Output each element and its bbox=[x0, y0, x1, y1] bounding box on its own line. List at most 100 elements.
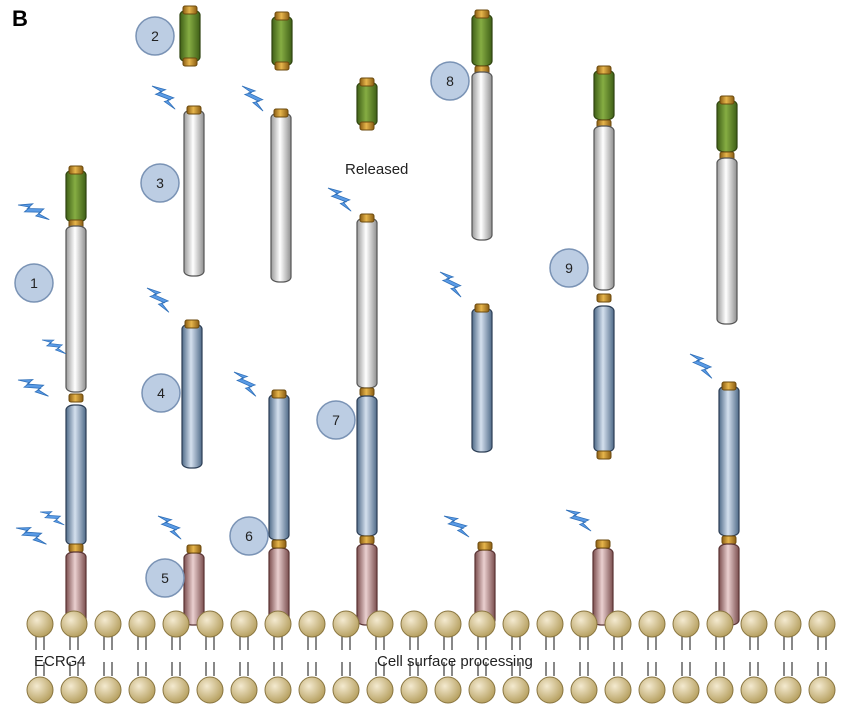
green-domain bbox=[357, 82, 377, 126]
linker-cap bbox=[596, 540, 610, 548]
lipid-head bbox=[265, 611, 291, 637]
lipid-head bbox=[469, 611, 495, 637]
white-domain bbox=[717, 158, 737, 324]
linker-cap bbox=[275, 12, 289, 20]
blue-domain bbox=[594, 306, 614, 452]
lipid-head bbox=[265, 677, 291, 703]
released-label: Released bbox=[345, 161, 408, 178]
lipid-head bbox=[503, 611, 529, 637]
linker-cap bbox=[360, 78, 374, 86]
cleavage-tag bbox=[16, 375, 52, 396]
linker-cap bbox=[475, 10, 489, 18]
linker-cap bbox=[69, 166, 83, 174]
linker-cap bbox=[722, 536, 736, 544]
green-domain bbox=[717, 100, 737, 152]
linker-cap bbox=[478, 542, 492, 550]
linker-cap bbox=[475, 304, 489, 312]
lipid-head bbox=[809, 677, 835, 703]
lipid-head bbox=[401, 677, 427, 703]
linker-cap bbox=[183, 58, 197, 66]
linker-cap bbox=[360, 388, 374, 396]
lipid-head bbox=[537, 611, 563, 637]
green-domain bbox=[472, 14, 492, 66]
lipid-head bbox=[809, 611, 835, 637]
lipid-head bbox=[775, 677, 801, 703]
lipid-head bbox=[401, 611, 427, 637]
panel-label: B bbox=[12, 6, 28, 31]
lipid-head bbox=[27, 677, 53, 703]
cleavage-tag bbox=[238, 82, 269, 111]
lipid-head bbox=[367, 677, 393, 703]
lipid-head bbox=[435, 611, 461, 637]
lipid-head bbox=[333, 611, 359, 637]
step-number-6: 6 bbox=[245, 528, 253, 544]
blue-domain bbox=[719, 386, 739, 536]
linker-cap bbox=[275, 62, 289, 70]
step-number-1: 1 bbox=[30, 275, 38, 291]
lipid-head bbox=[707, 677, 733, 703]
lipid-head bbox=[299, 677, 325, 703]
step-number-3: 3 bbox=[156, 175, 164, 191]
lipid-head bbox=[639, 611, 665, 637]
cleavage-tag bbox=[39, 508, 68, 525]
linker-cap bbox=[69, 544, 83, 552]
lipid-head bbox=[163, 611, 189, 637]
linker-cap bbox=[360, 122, 374, 130]
linker-cap bbox=[597, 451, 611, 459]
cleavage-tag bbox=[325, 184, 357, 211]
white-domain bbox=[184, 110, 204, 276]
lipid-head bbox=[61, 611, 87, 637]
linker-cap bbox=[183, 6, 197, 14]
cleavage-tag bbox=[436, 268, 467, 297]
step-number-4: 4 bbox=[157, 385, 165, 401]
linker-cap bbox=[720, 96, 734, 104]
lipid-head bbox=[231, 677, 257, 703]
lipid-head bbox=[197, 611, 223, 637]
membrane-label: ECRG4 bbox=[34, 653, 86, 670]
lipid-head bbox=[469, 677, 495, 703]
lipid-head bbox=[435, 677, 461, 703]
blue-domain bbox=[66, 405, 86, 545]
linker-cap bbox=[272, 540, 286, 548]
step-number-2: 2 bbox=[151, 28, 159, 44]
blue-domain bbox=[182, 324, 202, 468]
linker-cap bbox=[722, 382, 736, 390]
lipid-head bbox=[163, 677, 189, 703]
linker-cap bbox=[272, 390, 286, 398]
lipid-head bbox=[741, 677, 767, 703]
lipid-head bbox=[27, 611, 53, 637]
lipid-head bbox=[741, 611, 767, 637]
lipid-head bbox=[775, 611, 801, 637]
lipid-head bbox=[299, 611, 325, 637]
cleavage-tag bbox=[230, 368, 262, 396]
lipid-head bbox=[571, 677, 597, 703]
lipid-head bbox=[605, 611, 631, 637]
lipid-head bbox=[571, 611, 597, 637]
cleavage-tag bbox=[149, 82, 181, 109]
white-domain bbox=[271, 113, 291, 282]
lipid-head bbox=[503, 677, 529, 703]
linker-cap bbox=[187, 545, 201, 553]
white-domain bbox=[594, 126, 614, 290]
linker-cap bbox=[597, 66, 611, 74]
green-domain bbox=[66, 170, 86, 222]
cleavage-tag bbox=[14, 523, 50, 544]
blue-domain bbox=[357, 396, 377, 536]
green-domain bbox=[272, 16, 292, 66]
blue-domain bbox=[472, 308, 492, 452]
linker-cap bbox=[360, 536, 374, 544]
process-label: Cell surface processing bbox=[377, 653, 533, 670]
green-domain bbox=[180, 10, 200, 62]
cleavage-tag bbox=[16, 200, 52, 219]
lipid-head bbox=[231, 611, 257, 637]
linker-cap bbox=[274, 109, 288, 117]
lipid-head bbox=[129, 611, 155, 637]
linker-cap bbox=[360, 214, 374, 222]
lipid-head bbox=[95, 677, 121, 703]
lipid-head bbox=[333, 677, 359, 703]
green-domain bbox=[594, 70, 614, 120]
lipid-head bbox=[197, 677, 223, 703]
white-domain bbox=[66, 226, 86, 392]
lipid-head bbox=[707, 611, 733, 637]
lipid-head bbox=[605, 677, 631, 703]
